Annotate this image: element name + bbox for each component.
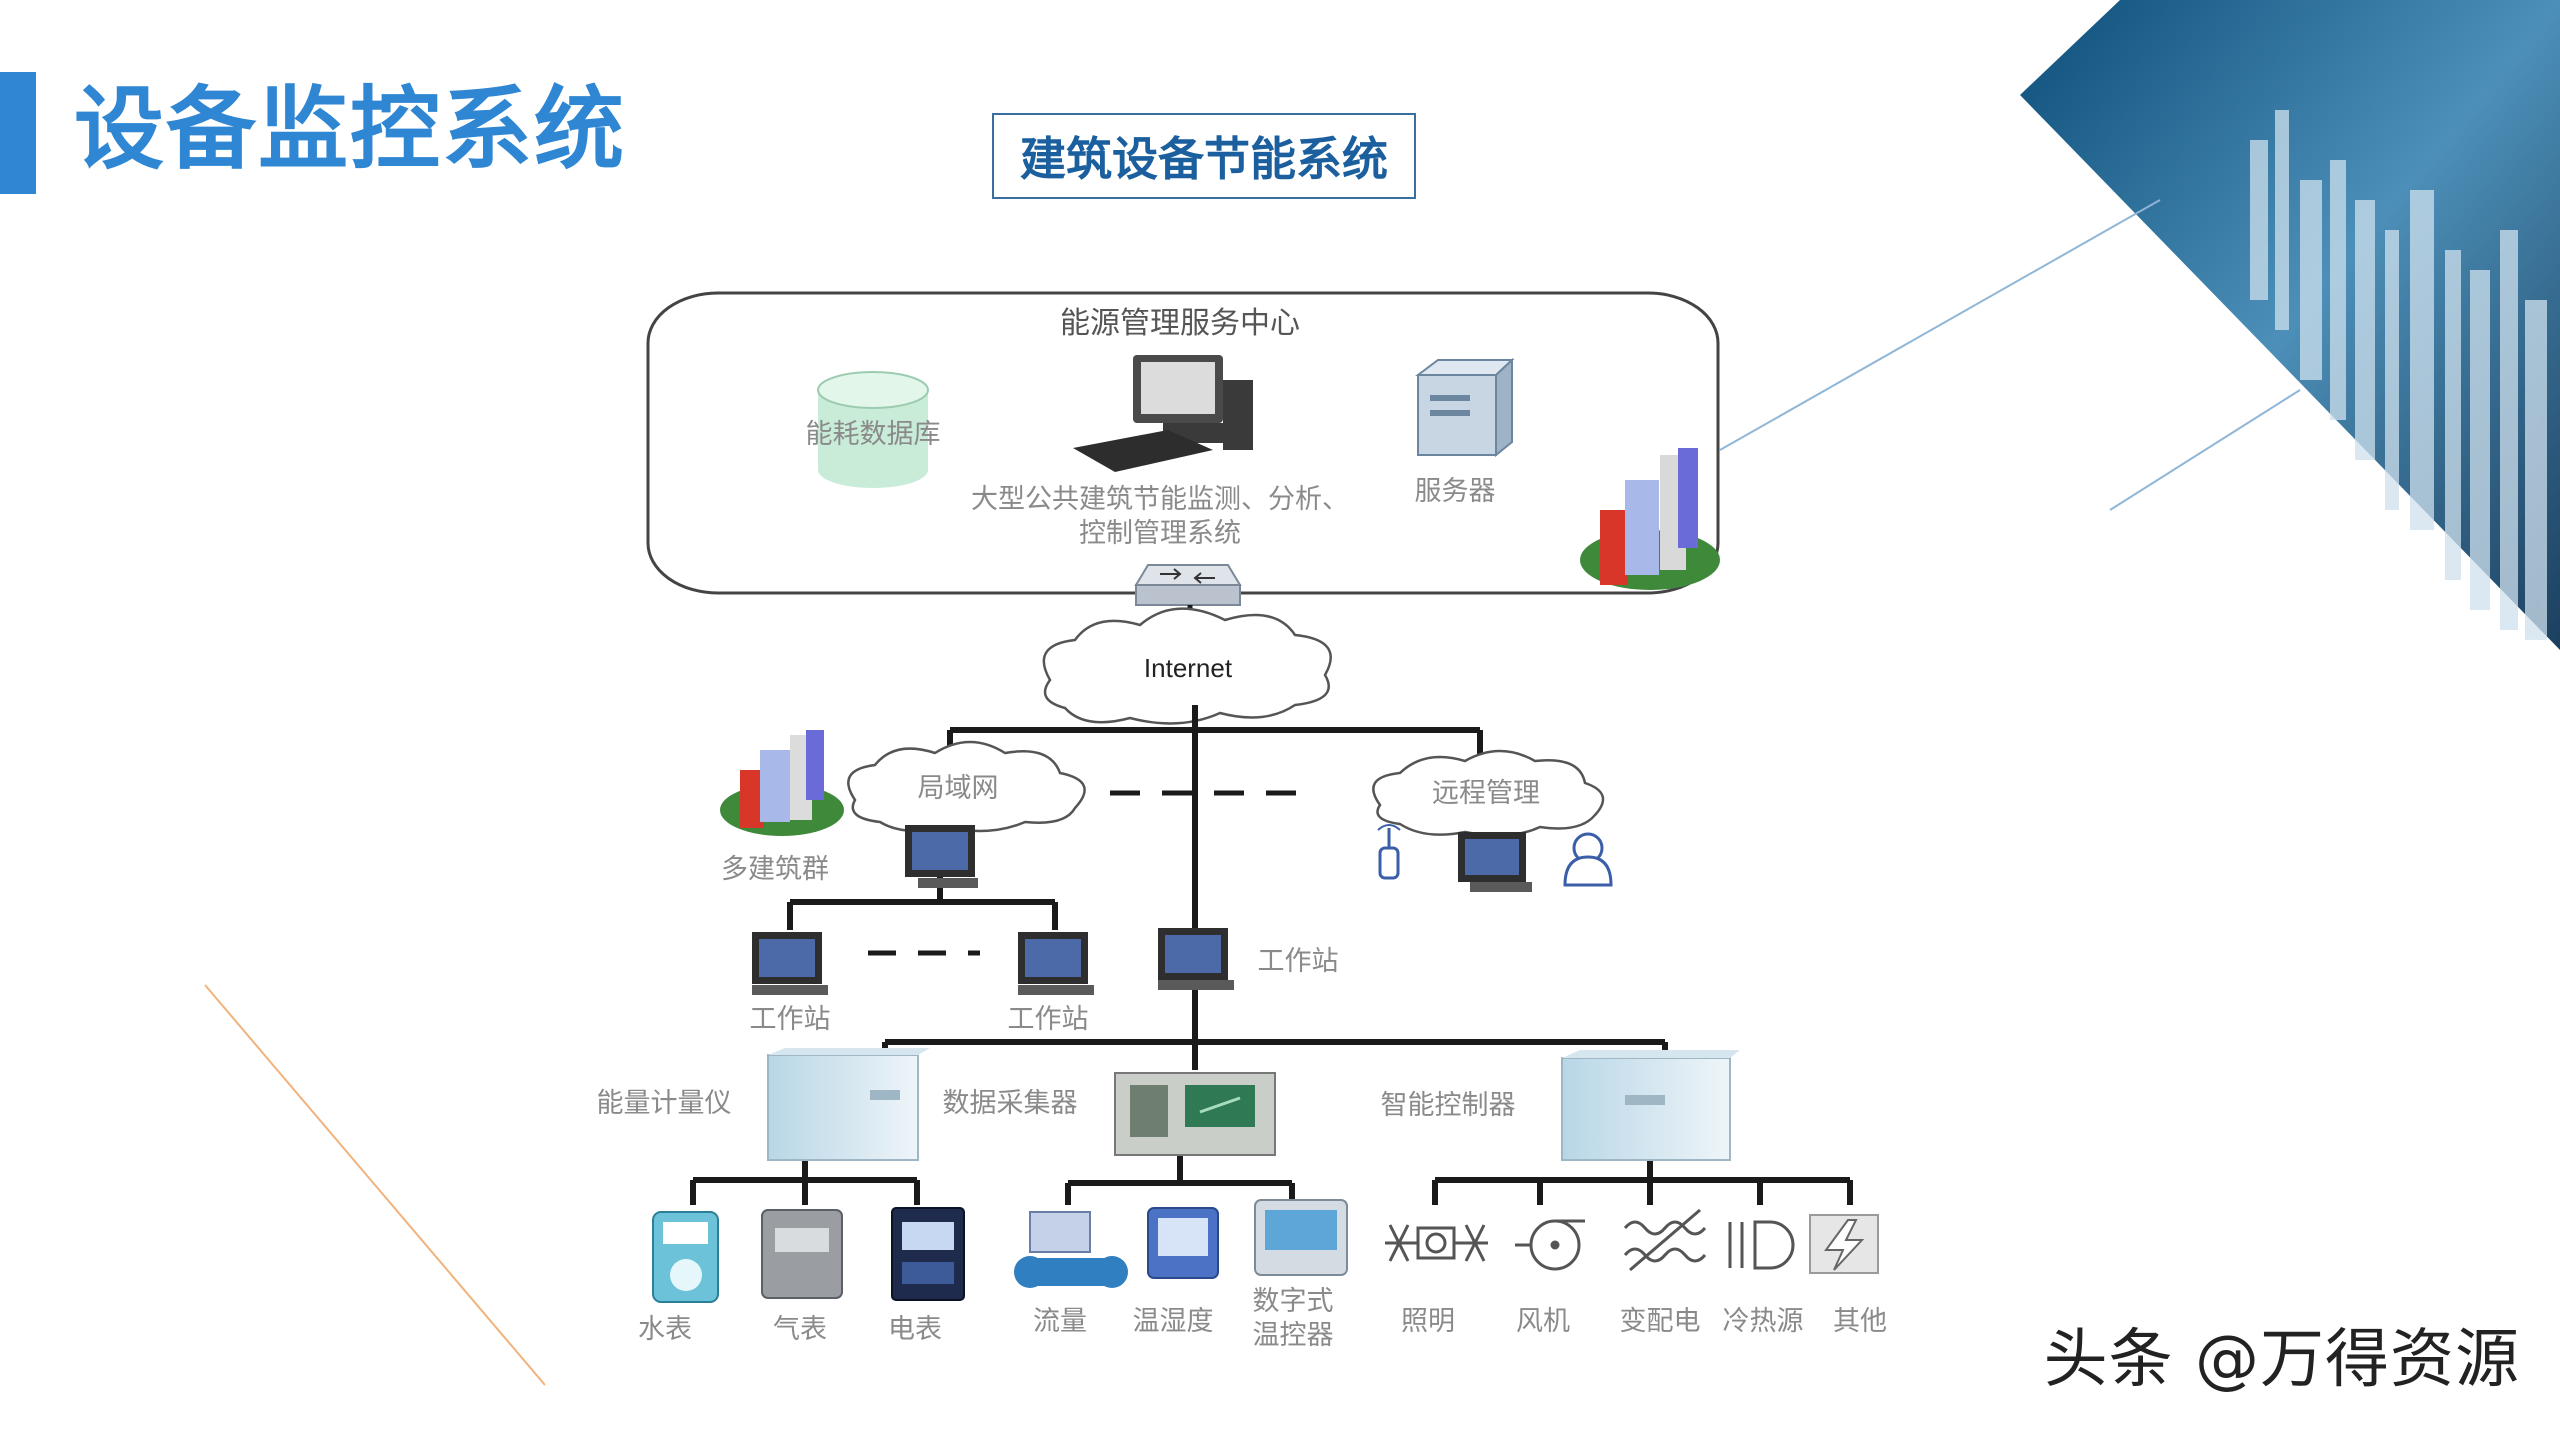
subtitle-text: 建筑设备节能系统 bbox=[1020, 132, 1388, 186]
device-label-fan: 风机 bbox=[1516, 1306, 1570, 1337]
thermo-hygrometer-icon bbox=[1147, 1207, 1219, 1279]
data-collector-icon bbox=[1114, 1072, 1276, 1156]
workstation-left-icon bbox=[752, 932, 828, 995]
device-label-water: 水表 bbox=[638, 1314, 692, 1345]
smart-controller-label: 智能控制器 bbox=[1381, 1090, 1516, 1121]
building-group-icon bbox=[720, 730, 844, 836]
remote-user-icon bbox=[1563, 832, 1613, 887]
server-label: 服务器 bbox=[1415, 476, 1496, 507]
city-skyline-image bbox=[1719, 0, 2560, 650]
decorative-diagonal-line bbox=[204, 984, 546, 1386]
smart-controller-icon bbox=[1561, 1050, 1740, 1161]
device-label-flow: 流量 bbox=[1033, 1306, 1087, 1337]
energy-meter-icon bbox=[767, 1048, 930, 1161]
network-switch-icon bbox=[1134, 564, 1242, 606]
power-distribution-icon bbox=[1623, 1208, 1707, 1272]
device-label-thermostat-2: 温控器 bbox=[1253, 1320, 1334, 1351]
remote-label: 远程管理 bbox=[1432, 778, 1540, 809]
title-accent-bar bbox=[0, 72, 36, 194]
system-label-line1: 大型公共建筑节能监测、分析、 bbox=[971, 484, 1349, 515]
other-icon bbox=[1809, 1214, 1879, 1274]
lan-workstation-icon bbox=[905, 825, 978, 888]
flow-meter-icon bbox=[1014, 1211, 1128, 1288]
device-label-humidity: 温湿度 bbox=[1133, 1306, 1214, 1337]
server-icon bbox=[1415, 357, 1515, 458]
watermark: 头条 @万得资源 bbox=[2043, 1323, 2520, 1397]
device-label-distribution: 变配电 bbox=[1620, 1306, 1701, 1337]
electric-meter-icon bbox=[891, 1207, 965, 1301]
gas-meter-icon bbox=[761, 1209, 843, 1299]
remote-phone-icon bbox=[1377, 824, 1401, 880]
system-label-line2: 控制管理系统 bbox=[1079, 518, 1241, 549]
workstation-center-label: 工作站 bbox=[1258, 946, 1339, 977]
digital-thermostat-icon bbox=[1254, 1199, 1348, 1276]
remote-cloud bbox=[1372, 749, 1605, 837]
building-group-label: 多建筑群 bbox=[721, 854, 829, 885]
device-label-electric: 电表 bbox=[888, 1314, 942, 1345]
remote-computer-icon bbox=[1458, 832, 1532, 892]
dashed-separators bbox=[868, 790, 1300, 956]
lighting-icon bbox=[1385, 1224, 1488, 1262]
subtitle-box: 建筑设备节能系统 bbox=[992, 113, 1416, 199]
database-icon bbox=[817, 371, 929, 488]
water-meter-icon bbox=[652, 1211, 719, 1303]
building-cluster-icon bbox=[1580, 448, 1720, 590]
device-label-heat: 冷热源 bbox=[1723, 1306, 1804, 1337]
data-collector-label: 数据采集器 bbox=[943, 1088, 1078, 1119]
central-computer-icon bbox=[1073, 355, 1253, 472]
fan-icon bbox=[1515, 1219, 1585, 1271]
device-label-thermostat-1: 数字式 bbox=[1253, 1286, 1334, 1317]
workstation-right-icon bbox=[1018, 932, 1094, 995]
internet-label: Internet bbox=[1144, 653, 1233, 683]
internet-cloud bbox=[1042, 607, 1332, 725]
device-label-other: 其他 bbox=[1833, 1306, 1887, 1337]
workstation-left-label: 工作站 bbox=[750, 1004, 831, 1035]
lan-label: 局域网 bbox=[918, 773, 999, 804]
page-title: 设备监控系统 bbox=[74, 77, 626, 182]
workstation-right-label: 工作站 bbox=[1008, 1004, 1089, 1035]
heat-source-icon bbox=[1728, 1220, 1795, 1270]
service-center-title: 能源管理服务中心 bbox=[1060, 306, 1300, 341]
workstation-center-icon bbox=[1158, 928, 1234, 990]
energy-meter-label: 能量计量仪 bbox=[597, 1088, 732, 1119]
device-label-lighting: 照明 bbox=[1401, 1306, 1455, 1337]
database-label: 能耗数据库 bbox=[806, 419, 941, 450]
device-label-gas: 气表 bbox=[773, 1314, 827, 1345]
